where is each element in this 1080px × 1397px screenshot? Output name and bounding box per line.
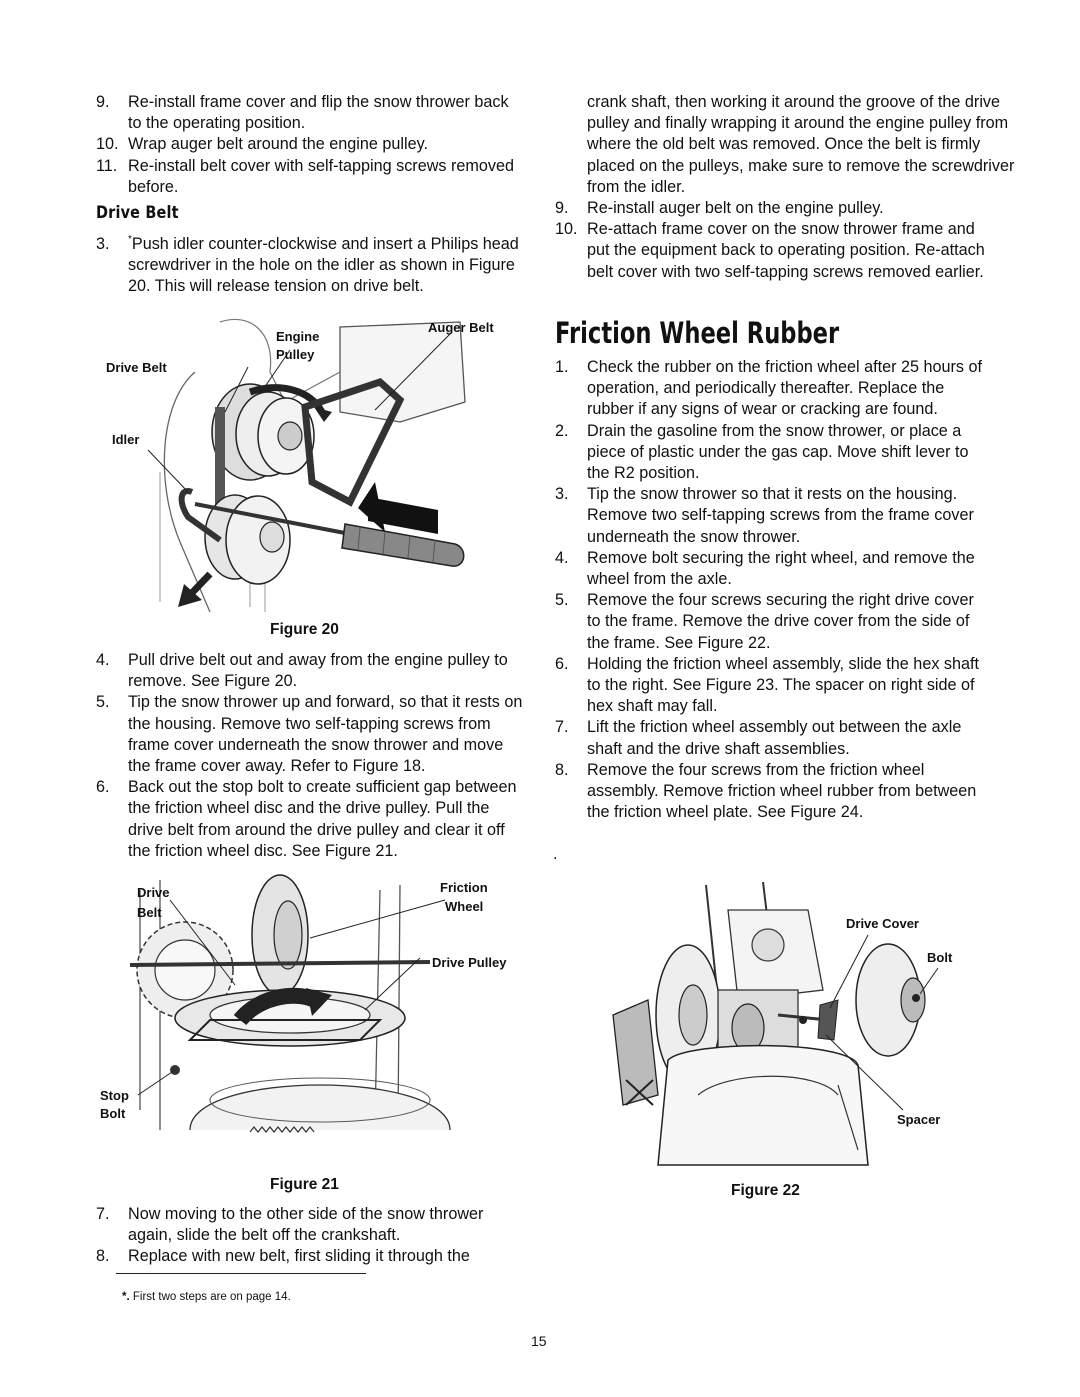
drive-belt-label: Drive Belt bbox=[106, 360, 167, 375]
friction-label: Friction bbox=[440, 880, 488, 895]
list-item: 4.Pull drive belt out and away from the … bbox=[96, 651, 508, 691]
left-mid-steps: 4.Pull drive belt out and away from the … bbox=[96, 650, 524, 862]
footnote-text: First two steps are on page 14. bbox=[132, 1291, 291, 1303]
left-bottom-steps: 7.Now moving to the other side of the sn… bbox=[96, 1204, 521, 1268]
spacer-label: Spacer bbox=[897, 1112, 941, 1127]
list-item: 2.Drain the gasoline from the snow throw… bbox=[555, 421, 969, 483]
right-continuation: crank shaft, then working it around the … bbox=[587, 93, 1015, 196]
list-item: 1.Check the rubber on the friction wheel… bbox=[555, 358, 983, 419]
step-3: 3.*Push idler counter-clockwise and inse… bbox=[96, 234, 521, 298]
list-item: 8.Replace with new belt, first sliding i… bbox=[96, 1247, 470, 1266]
figure-21-illustration bbox=[129, 874, 451, 1133]
stop-label: Stop bbox=[100, 1088, 129, 1103]
page-number: 15 bbox=[531, 1333, 547, 1349]
friction-steps: 1.Check the rubber on the friction wheel… bbox=[555, 357, 987, 823]
figure-20-caption: Figure 20 bbox=[270, 621, 339, 638]
list-item: 3.*Push idler counter-clockwise and inse… bbox=[96, 234, 519, 296]
footnote: *. First two steps are on page 14. bbox=[122, 1291, 291, 1303]
list-item: 5.Remove the four screws securing the ri… bbox=[555, 591, 974, 652]
figure-22-caption: Figure 22 bbox=[731, 1182, 800, 1199]
list-item: 4.Remove bolt securing the right wheel, … bbox=[555, 548, 975, 589]
figure-22-illustration bbox=[612, 881, 939, 1166]
auger-belt-label: Auger Belt bbox=[428, 320, 494, 335]
list-item: 9.Re-install auger belt on the engine pu… bbox=[555, 199, 884, 217]
friction-wheel-heading: Friction Wheel Rubber bbox=[555, 316, 840, 350]
left-top-steps: 9.Re-install frame cover and flip the sn… bbox=[96, 92, 516, 198]
list-item: 3.Tip the snow thrower so that it rests … bbox=[555, 485, 974, 546]
engine-label: Engine bbox=[276, 329, 320, 344]
belt-label: Belt bbox=[137, 905, 162, 920]
list-item: 11.Re-install belt cover with self-tappi… bbox=[96, 156, 514, 196]
drive-label: Drive bbox=[137, 885, 170, 900]
pulley-label: Pulley bbox=[276, 347, 315, 362]
figure-21-caption: Figure 21 bbox=[270, 1176, 339, 1193]
drive-cover-label: Drive Cover bbox=[846, 916, 919, 931]
drive-belt-heading: Drive Belt bbox=[96, 203, 179, 223]
list-item: 6.Back out the stop bolt to create suffi… bbox=[96, 778, 517, 860]
list-item: 6.Holding the friction wheel assembly, s… bbox=[555, 654, 980, 716]
wheel-label: Wheel bbox=[445, 899, 484, 914]
figure-20-illustration bbox=[147, 318, 466, 613]
list-item: 5.Tip the snow thrower up and forward, s… bbox=[96, 693, 523, 776]
list-item: 8.Remove the four screws from the fricti… bbox=[555, 760, 977, 822]
bolt-label: Bolt bbox=[927, 950, 953, 965]
list-item: 7.Lift the friction wheel assembly out b… bbox=[555, 718, 962, 758]
drive-pulley-label: Drive Pulley bbox=[432, 955, 507, 970]
list-item: 10.Re-attach frame cover on the snow thr… bbox=[555, 220, 985, 281]
stray-period: . bbox=[553, 845, 558, 863]
footnote-rule bbox=[116, 1273, 366, 1274]
list-item: 9.Re-install frame cover and flip the sn… bbox=[96, 93, 509, 133]
idler-label: Idler bbox=[112, 432, 140, 447]
footnote-marker: * bbox=[128, 234, 132, 245]
right-top-steps: 9.Re-install auger belt on the engine pu… bbox=[555, 198, 987, 283]
list-item: 10.Wrap auger belt around the engine pul… bbox=[96, 135, 428, 154]
bolt-label: Bolt bbox=[100, 1106, 126, 1121]
footnote-mark: *. bbox=[122, 1291, 130, 1303]
list-item: 7.Now moving to the other side of the sn… bbox=[96, 1205, 484, 1245]
